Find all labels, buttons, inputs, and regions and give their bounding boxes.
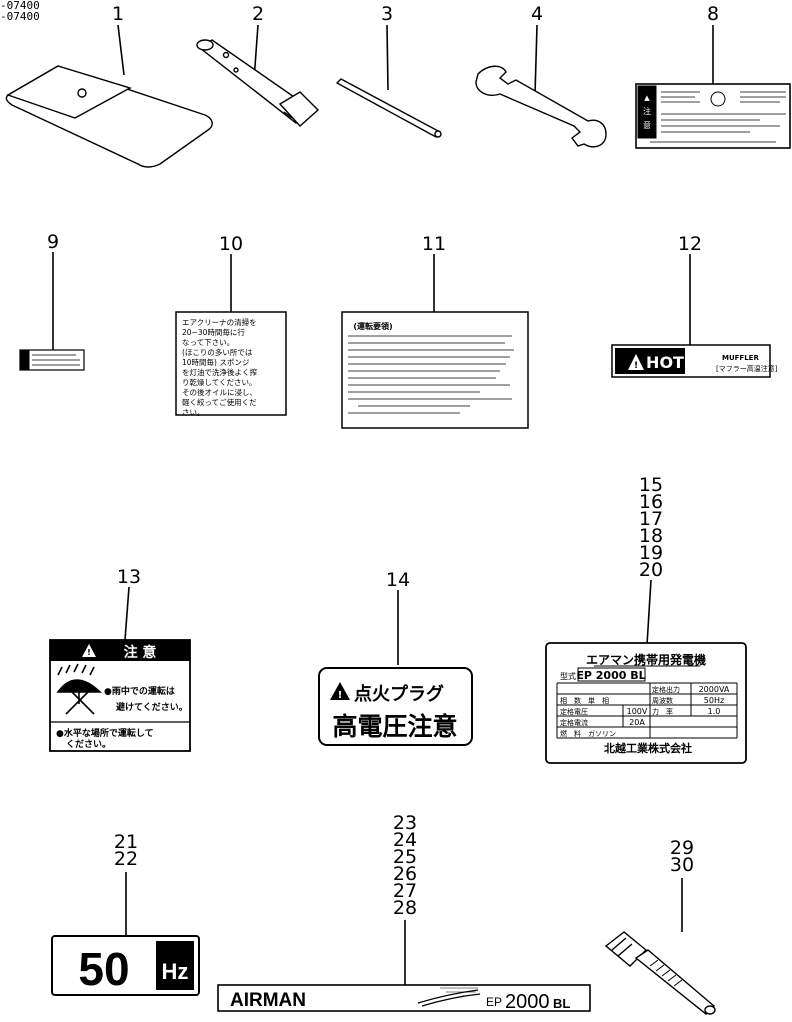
- label13-line4: ください。: [66, 739, 111, 750]
- part-number-3: 3: [380, 3, 394, 25]
- part-number-2: 2: [251, 3, 265, 25]
- label15-power-factor-value: 1.0: [708, 707, 721, 716]
- frequency-label: [51, 935, 200, 996]
- label15-power-factor-label: 力 率: [652, 707, 673, 716]
- svg-text:▲: ▲: [644, 94, 650, 102]
- part-number-20: 20: [638, 559, 664, 581]
- part-number-15: 15: [638, 474, 664, 496]
- part-number-19: 19: [638, 542, 664, 564]
- part-number-17: 17: [638, 508, 664, 530]
- part-number-22: 22: [113, 848, 139, 870]
- label13-header: 注 意: [124, 644, 157, 661]
- label15-frequency-label: 周波数: [652, 696, 673, 705]
- part-number-4: 4: [530, 3, 544, 25]
- gasoline-caution-sticker: ▲ 注 意: [635, 83, 791, 149]
- part-number-10: 10: [218, 233, 244, 255]
- label23-brand: AIRMAN: [230, 990, 306, 1011]
- tommy-bar-illustration: [335, 78, 442, 138]
- label15-model: EP 2000 BL: [576, 669, 645, 682]
- label15-rated-output-value: 2000VA: [699, 685, 730, 694]
- spark-plug-warning-label: !: [318, 667, 473, 746]
- label12-jp: [マフラー高温注意]: [716, 364, 778, 373]
- box-spanner-illustration: [196, 39, 320, 127]
- svg-text:!: !: [87, 648, 91, 657]
- part-number-23: 23: [392, 812, 418, 834]
- label23-model-prefix: EP: [486, 995, 502, 1009]
- label15-maker: 北越工業株式会社: [604, 741, 692, 755]
- svg-text:!: !: [634, 361, 638, 371]
- label10-text: エアクリーナの清掃を 20~30時間毎に行 なって下さい。 (ほこりの多い所では…: [182, 318, 257, 417]
- part-number-24: 24: [392, 829, 418, 851]
- tool-bag-illustration: [5, 65, 213, 168]
- part-number-9: 9: [46, 231, 60, 253]
- label15-frequency-value: 50Hz: [704, 696, 724, 705]
- part-number-8: 8: [706, 3, 720, 25]
- part-number-28: 28: [392, 897, 418, 919]
- label11-title: (運転要領): [353, 321, 392, 331]
- part-number-18: 18: [638, 525, 664, 547]
- leader-lines: [52, 24, 714, 985]
- svg-text:!: !: [338, 690, 343, 701]
- part-number-27: 27: [392, 880, 418, 902]
- label13-line1: ●雨中での運転は: [104, 685, 175, 697]
- label13-line3: ●水平な場所で運転して: [56, 727, 154, 739]
- corner-code-block: -07400 -07400: [0, 0, 40, 22]
- oil-gauge-illustration: [604, 931, 716, 1015]
- label15-rated-current-value: 20A: [629, 718, 645, 727]
- part-number-29: 29: [669, 837, 695, 859]
- svg-text:意: 意: [643, 120, 651, 130]
- part-number-stack-15-20: 15 16 17 18 19 20: [636, 474, 666, 581]
- operation-instructions-label: [341, 311, 529, 429]
- rain-caution-label: !: [49, 639, 191, 752]
- label21-unit: Hz: [162, 959, 189, 984]
- label15-rated-output-label: 定格出力: [652, 685, 680, 694]
- label15-title: エアマン携帯用発電機: [586, 652, 706, 667]
- label15-model-prefix: 型式: [560, 671, 576, 681]
- label12-hot: HOT: [646, 353, 684, 372]
- part-number-25: 25: [392, 846, 418, 868]
- label15-phase: 相 数 単 相: [560, 696, 609, 705]
- label14-line1: 点火プラグ: [354, 683, 444, 705]
- label15-rated-current-label: 定格電流: [560, 718, 588, 727]
- label15-rated-voltage-value: 100V: [627, 707, 648, 716]
- label12-muffler: MUFFLER: [722, 354, 759, 362]
- label21-number: 50: [78, 943, 129, 995]
- part-number-16: 16: [638, 491, 664, 513]
- label14-line2: 高電圧注意: [332, 712, 457, 741]
- corner-code-1: -07400: [0, 0, 40, 12]
- label13-line2: 避けてください。: [116, 701, 188, 713]
- part-number-12: 12: [677, 233, 703, 255]
- part-number-30: 30: [669, 854, 695, 876]
- label15-fuel: 燃 料 ガソリン: [560, 729, 616, 738]
- part-number-11: 11: [421, 233, 447, 255]
- label23-model-suffix: BL: [553, 996, 570, 1011]
- airman-brand-strip: [217, 984, 591, 1012]
- air-cleaner-label-frame: [175, 311, 287, 416]
- part-number-1: 1: [111, 3, 125, 25]
- part-number-14: 14: [385, 569, 411, 591]
- svg-text:注: 注: [643, 106, 651, 116]
- small-label-9: [19, 349, 85, 371]
- part-number-21: 21: [113, 831, 139, 853]
- part-number-stack-23-28: 23 24 25 26 27 28: [390, 812, 420, 919]
- wrench-illustration: [475, 65, 607, 148]
- hot-muffler-label: !: [611, 344, 771, 378]
- corner-code-2: -07400: [0, 10, 40, 23]
- part-number-26: 26: [392, 863, 418, 885]
- label15-rated-voltage-label: 定格電圧: [560, 707, 588, 716]
- part-number-stack-21-22: 21 22: [111, 831, 141, 870]
- label23-model-num: 2000: [505, 991, 550, 1013]
- part-number-13: 13: [116, 566, 142, 588]
- part-number-stack-29-30: 29 30: [667, 837, 697, 876]
